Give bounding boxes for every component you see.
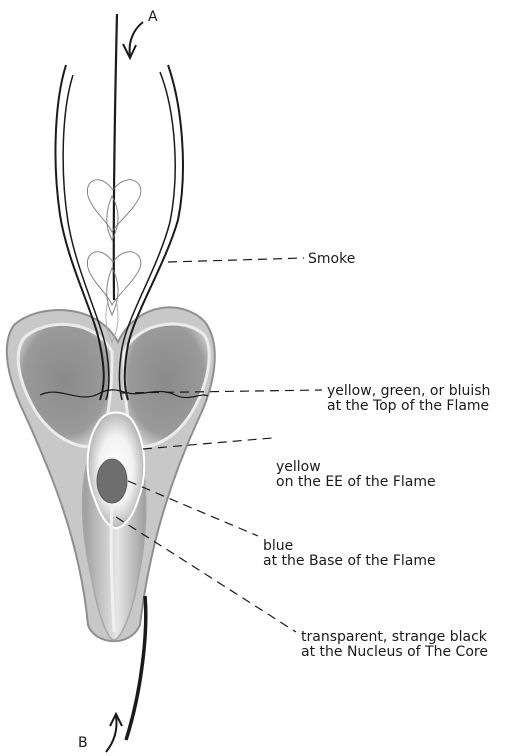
- flame-base-blue: [97, 459, 127, 503]
- label-smoke: Smoke: [308, 252, 355, 267]
- center-line: [114, 14, 117, 300]
- label-nucleus: transparent, strange black at the Nucleu…: [301, 630, 488, 660]
- label-nucleus-line1: transparent, strange black: [301, 630, 488, 645]
- label-base-line2: at the Base of the Flame: [263, 554, 436, 569]
- label-base-line1: blue: [263, 539, 436, 554]
- arrow-a-icon: [130, 22, 143, 56]
- leader-smoke: [168, 258, 304, 262]
- smoke-puff-lower-inner: [107, 268, 118, 315]
- label-top-of-flame: yellow, green, or bluish at the Top of t…: [327, 384, 490, 414]
- label-edge-line2: on the EE of the Flame: [276, 475, 436, 490]
- marker-a: A: [148, 9, 158, 25]
- label-base-of-flame: blue at the Base of the Flame: [263, 539, 436, 569]
- label-top-line2: at the Top of the Flame: [327, 399, 490, 414]
- label-top-line1: yellow, green, or bluish: [327, 384, 490, 399]
- label-edge-of-flame: yellow on the EE of the Flame: [276, 460, 436, 490]
- label-nucleus-line2: at the Nucleus of The Core: [301, 645, 488, 660]
- label-smoke-text: Smoke: [308, 251, 355, 267]
- marker-b: B: [78, 735, 88, 751]
- label-edge-line1: yellow: [276, 460, 436, 475]
- smoke-puff-upper-inner: [107, 196, 118, 240]
